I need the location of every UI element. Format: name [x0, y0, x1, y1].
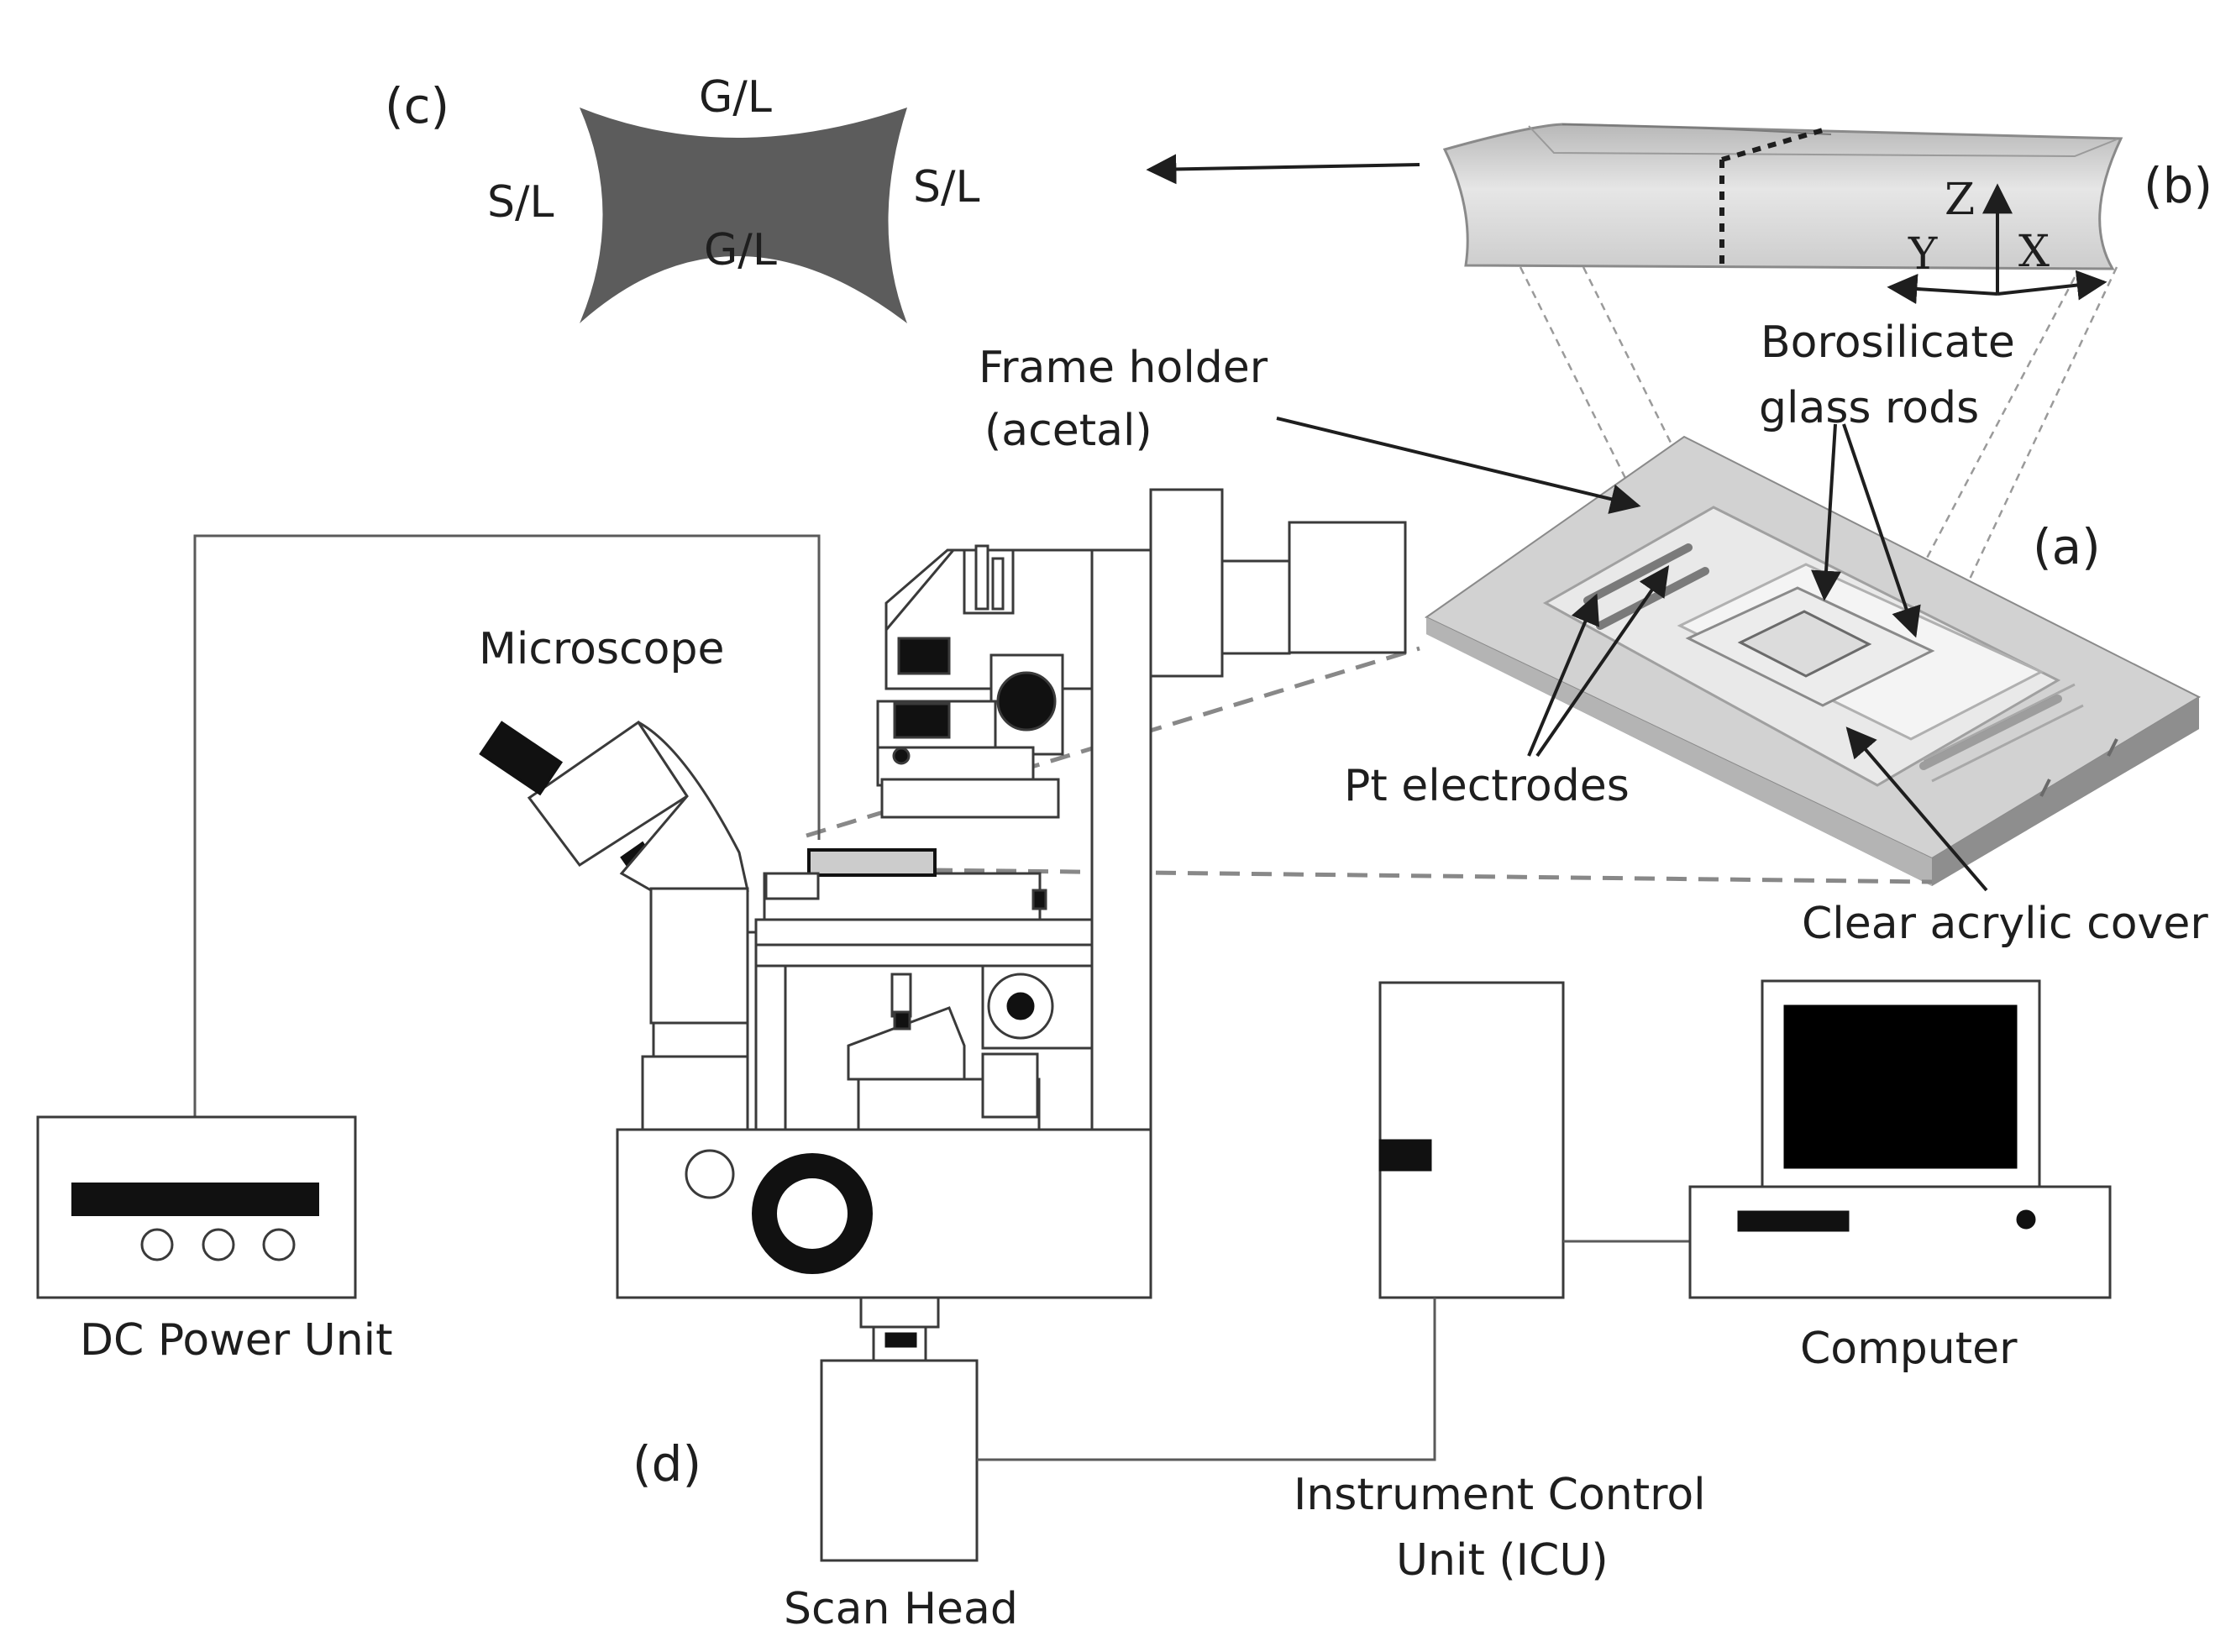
- axis-label-x: X: [2018, 227, 2050, 277]
- microscope-label: Microscope: [479, 624, 725, 674]
- icu-wires: [977, 1240, 1690, 1461]
- glass-rods-label: Borosilicate: [1761, 317, 2015, 368]
- dc-power-label: DC Power Unit: [80, 1315, 393, 1366]
- panel-label-c: (c): [385, 77, 450, 134]
- cross-section-bottom-label: G/L: [704, 225, 777, 275]
- frame-holder-drawing: [1425, 435, 2202, 886]
- computer-drawing: [1688, 979, 2112, 1299]
- icu-label: Instrument Control: [1294, 1470, 1706, 1520]
- callout-arrows: [1276, 417, 1988, 892]
- microscope-drawing: [479, 488, 1407, 1562]
- scan-head-label: Scan Head: [784, 1584, 1018, 1634]
- icu-label-line2: Unit (ICU): [1396, 1535, 1609, 1586]
- dc-power-wire: [193, 534, 821, 1117]
- panel-label-b: (b): [2144, 157, 2213, 214]
- axis-label-y: Y: [1908, 229, 1938, 280]
- panel-label-a: (a): [2033, 518, 2101, 575]
- b-to-c-arrow: [1146, 154, 1420, 185]
- icu-drawing: [1378, 981, 1565, 1299]
- frame-holder-material-label: (acetal): [984, 406, 1152, 456]
- cross-section-right-label: S/L: [913, 162, 980, 212]
- frame-holder-label: Frame holder: [979, 343, 1268, 393]
- glass-rod-channel: [1442, 123, 2123, 304]
- panel-label-d: (d): [632, 1435, 702, 1492]
- computer-label: Computer: [1800, 1324, 2018, 1374]
- axis-label-z: Z: [1945, 175, 1976, 225]
- cross-section-left-label: S/L: [487, 177, 554, 228]
- cross-section-shape: [580, 108, 907, 323]
- pt-electrodes-label: Pt electrodes: [1344, 761, 1630, 811]
- dc-power-unit: [36, 1115, 357, 1299]
- acrylic-cover-label: Clear acrylic cover: [1802, 899, 2208, 949]
- glass-rods-label-line2: glass rods: [1759, 383, 1980, 433]
- cross-section-top-label: G/L: [699, 72, 772, 123]
